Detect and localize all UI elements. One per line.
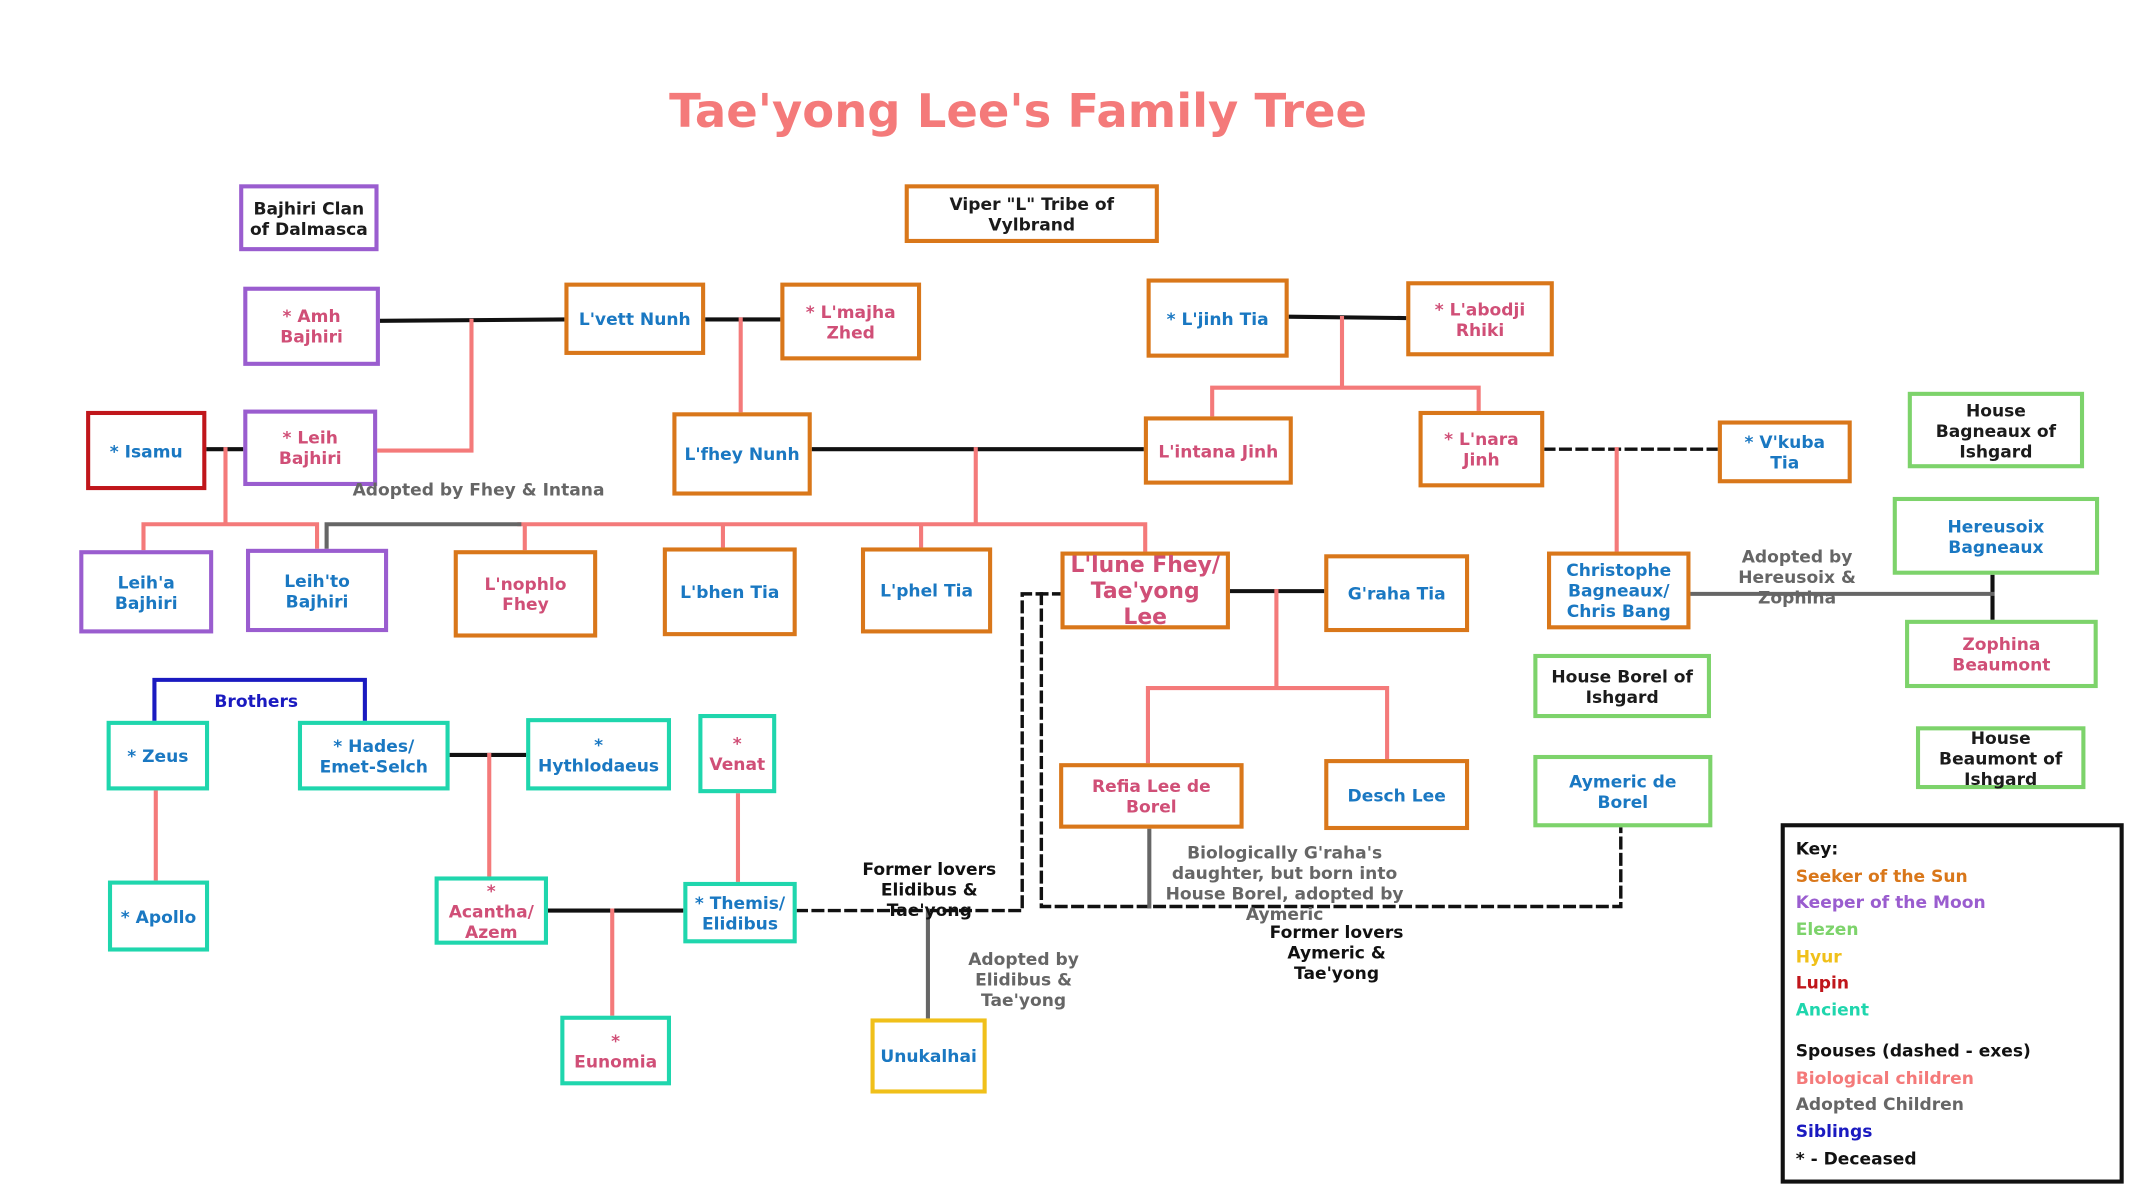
- bio-child-line: [375, 318, 474, 453]
- eunomia-node: * Eunomia: [560, 1015, 672, 1086]
- lbhen-tia-node: L'bhen Tia: [662, 547, 797, 637]
- key-bio-children: Biological children: [1795, 1066, 1974, 1088]
- spouse-line: [1286, 314, 1409, 321]
- lintana-jinh-node: L'intana Jinh: [1143, 416, 1293, 485]
- key-hyur: Hyur: [1795, 945, 1842, 967]
- key-seeker: Seeker of the Sun: [1795, 865, 1968, 886]
- key-elezen: Elezen: [1795, 918, 1859, 940]
- unukalhai-node: Unukalhai: [870, 1018, 987, 1094]
- hades-node: * Hades/ Emet-Selch: [297, 720, 450, 791]
- page-title: Tae'yong Lee's Family Tree: [669, 84, 1368, 140]
- apollo-node: * Apollo: [107, 880, 210, 952]
- brothers-label: Brothers: [214, 690, 299, 712]
- biological-graha-note: Biologically G'raha's daughter, but born…: [1165, 842, 1404, 925]
- key-deceased: * - Deceased: [1795, 1147, 1917, 1169]
- leihto-bajhiri-node: Leih'to Bajhiri: [245, 548, 389, 633]
- key-adopted-children: Adopted Children: [1795, 1093, 1964, 1115]
- labodji-rhiki-node: * L'abodji Rhiki: [1406, 281, 1554, 357]
- zeus-node: * Zeus: [106, 720, 210, 791]
- zophina-beaumont-node: Zophina Beaumont: [1905, 619, 2098, 689]
- lfhey-nunh-node: L'fhey Nunh: [672, 412, 812, 496]
- viper-tribe-node: Viper "L" Tribe of Vylbrand: [904, 184, 1159, 244]
- acantha-node: * Acantha/ Azem: [434, 876, 549, 945]
- christophe-node: Christophe Bagneaux/ Chris Bang: [1546, 551, 1691, 630]
- isamu-node: * Isamu: [86, 410, 207, 491]
- venat-node: * Venat: [698, 713, 777, 794]
- desch-lee-node: Desch Lee: [1324, 759, 1470, 831]
- themis-node: * Themis/ Elidibus: [683, 881, 797, 944]
- lnophlo-fhey-node: L'nophlo Fhey: [453, 550, 598, 638]
- bio-child-line: [1210, 316, 1481, 419]
- key-spouses: Spouses (dashed - exes): [1795, 1040, 2031, 1061]
- ex-spouse-line: [1039, 592, 1623, 909]
- lmajha-zhed-node: * L'majha Zhed: [780, 282, 922, 361]
- hythlodaeus-node: * Hythlodaeus: [526, 718, 672, 791]
- key-siblings: Siblings: [1795, 1120, 1873, 1142]
- llune-taeyong-node: L'lune Fhey/ Tae'yong Lee: [1060, 551, 1230, 629]
- bio-child-line: [141, 447, 320, 553]
- house-beaumont-node: House Beaumont of Ishgard: [1915, 726, 2086, 790]
- aymeric-node: Aymeric de Borel: [1533, 754, 1713, 828]
- key-heading: Key:: [1795, 838, 1839, 859]
- key-lupin: Lupin: [1795, 972, 1850, 994]
- adopted-fhey-intana-note: Adopted by Fhey & Intana: [352, 479, 605, 500]
- bio-child-line: [517, 447, 1148, 554]
- lnara-jinh-node: * L'nara Jinh: [1418, 410, 1545, 488]
- bio-child-line: [1145, 589, 1390, 766]
- key-ancient: Ancient: [1795, 999, 1869, 1020]
- amh-bajhiri-node: * Amh Bajhiri: [243, 286, 380, 366]
- former-lovers-aymeric-note: Former lovers Aymeric & Tae'yong: [1269, 921, 1404, 983]
- key-keeper: Keeper of the Moon: [1795, 891, 1986, 913]
- house-bagneaux-node: House Bagneaux of Ishgard: [1907, 391, 2085, 469]
- vkuba-tia-node: * V'kuba Tia: [1717, 420, 1852, 484]
- refia-node: Refia Lee de Borel: [1059, 763, 1244, 829]
- leih-bajhiri-node: * Leih Bajhiri: [243, 409, 378, 487]
- graha-tia-node: G'raha Tia: [1324, 554, 1470, 633]
- adopted-elidibus-note: Adopted by Elidibus & Tae'yong: [968, 948, 1079, 1011]
- adopted-child-line: [324, 522, 522, 551]
- adopted-hereusoix-note: Adopted by Hereusoix & Zophina: [1738, 546, 1856, 608]
- lphel-tia-node: L'phel Tia: [860, 547, 993, 634]
- bajhiri-clan-node: Bajhiri Clan of Dalmasca: [239, 184, 379, 252]
- former-lovers-elidibus-note: Former lovers Elidibus & Tae'yong: [862, 858, 997, 921]
- leiha-bajhiri-node: Leih'a Bajhiri: [79, 550, 214, 634]
- lvett-nunh-node: L'vett Nunh: [564, 282, 706, 355]
- ljinh-tia-node: * L'jinh Tia: [1146, 278, 1289, 358]
- legend-key: Key: Seeker of the Sun Keeper of the Moo…: [1780, 823, 2124, 1184]
- sibling-line: [152, 677, 367, 723]
- hereusoix-bagneaux-node: Hereusoix Bagneaux: [1892, 496, 2100, 575]
- house-borel-node: House Borel of Ishgard: [1533, 653, 1711, 719]
